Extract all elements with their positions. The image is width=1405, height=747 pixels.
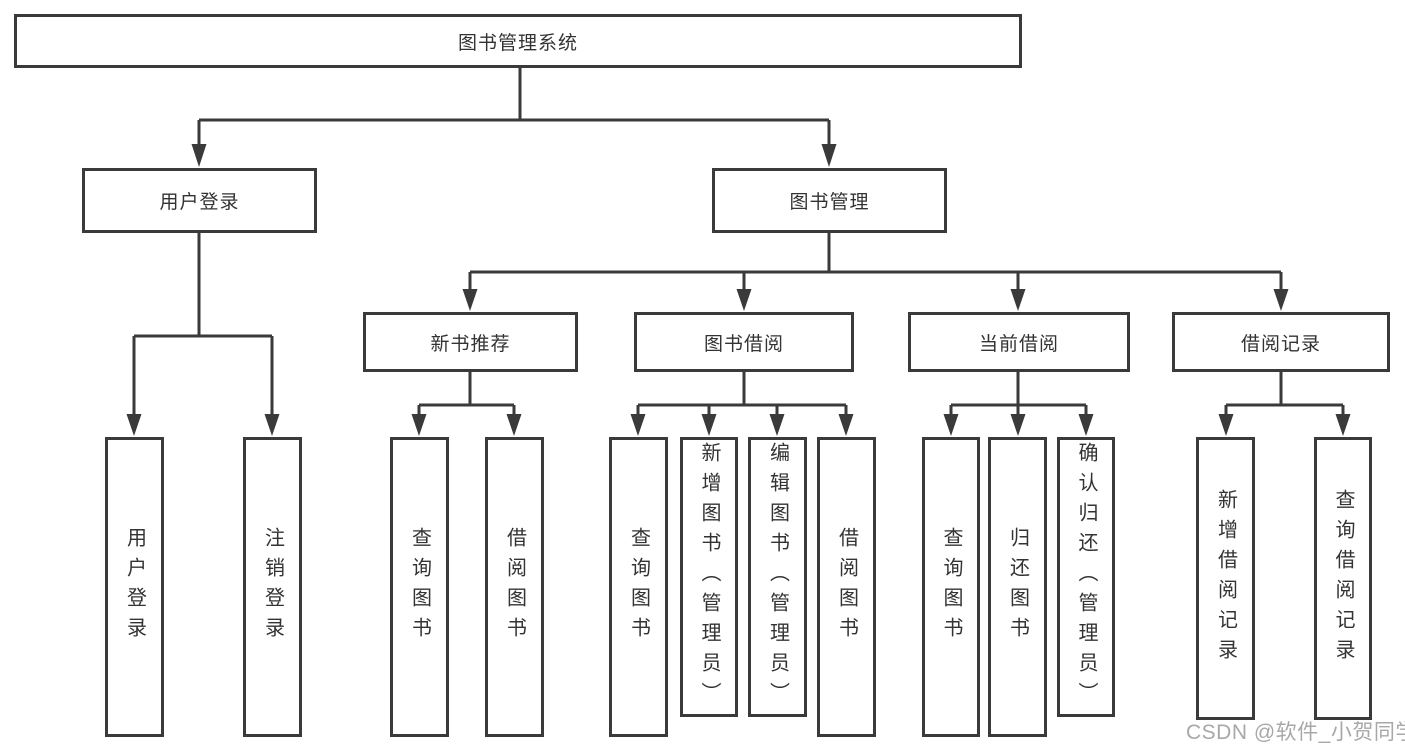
connector-current-borrow bbox=[949, 372, 1088, 416]
node-label: 图书管理 bbox=[789, 192, 870, 213]
leaf-confirm-return-admin: 确认归还（管理员） bbox=[1057, 437, 1115, 717]
connector-book-mgmt bbox=[468, 233, 1283, 290]
leaf-return-book: 归还图书 bbox=[988, 437, 1047, 737]
leaf-query-book-recommend: 查询图书 bbox=[390, 437, 449, 737]
node-current-borrow: 当前借阅 bbox=[908, 312, 1130, 372]
node-label: 归还图书 bbox=[1006, 527, 1029, 647]
leaf-user-login: 用户登录 bbox=[105, 437, 164, 737]
csdn-watermark: CSDN @软件_小贺同学 bbox=[1186, 721, 1405, 744]
leaf-add-borrow-record: 新增借阅记录 bbox=[1196, 437, 1255, 720]
arrowhead-icons bbox=[126, 144, 1351, 436]
node-label: 图书管理系统 bbox=[457, 32, 578, 54]
node-root-system: 图书管理系统 bbox=[14, 14, 1022, 68]
node-label: 注销登录 bbox=[261, 527, 284, 647]
connector-user-login bbox=[132, 233, 274, 416]
node-label: 用户登录 bbox=[123, 527, 146, 647]
node-label: 新增图书（管理员） bbox=[698, 442, 720, 712]
connector-new-book bbox=[417, 372, 516, 416]
node-label: 借阅记录 bbox=[1240, 333, 1321, 355]
connector-root bbox=[197, 68, 831, 147]
node-book-borrow: 图书借阅 bbox=[634, 312, 854, 372]
node-borrow-records: 借阅记录 bbox=[1172, 312, 1390, 372]
node-new-book-recommend: 新书推荐 bbox=[363, 312, 578, 372]
node-label: 查询图书 bbox=[627, 527, 650, 647]
leaf-borrow-book: 借阅图书 bbox=[817, 437, 876, 737]
node-label: 借阅图书 bbox=[503, 527, 526, 647]
node-label: 新书推荐 bbox=[430, 333, 511, 355]
leaf-edit-book-admin: 编辑图书（管理员） bbox=[748, 437, 807, 717]
leaf-logout: 注销登录 bbox=[243, 437, 302, 737]
leaf-query-borrow-record: 查询借阅记录 bbox=[1314, 437, 1372, 720]
node-label: 当前借阅 bbox=[978, 333, 1059, 355]
leaf-borrow-book-recommend: 借阅图书 bbox=[485, 437, 544, 737]
node-label: 用户登录 bbox=[159, 192, 240, 213]
node-label: 新增借阅记录 bbox=[1214, 488, 1237, 669]
leaf-query-book-current: 查询图书 bbox=[922, 437, 980, 737]
node-user-login: 用户登录 bbox=[82, 168, 317, 233]
leaf-add-book-admin: 新增图书（管理员） bbox=[680, 437, 738, 717]
connector-book-borrow bbox=[636, 372, 848, 416]
node-label: 确认归还（管理员） bbox=[1075, 442, 1097, 712]
leaf-query-book-borrow: 查询图书 bbox=[609, 437, 668, 737]
node-label: 图书借阅 bbox=[703, 333, 784, 355]
node-label: 编辑图书（管理员） bbox=[766, 442, 789, 712]
node-label: 借阅图书 bbox=[835, 527, 858, 647]
node-label: 查询图书 bbox=[408, 527, 431, 647]
node-label: 查询借阅记录 bbox=[1332, 488, 1354, 669]
connector-borrow-records bbox=[1224, 372, 1345, 416]
node-label: 查询图书 bbox=[940, 527, 962, 647]
node-book-management: 图书管理 bbox=[712, 168, 947, 233]
